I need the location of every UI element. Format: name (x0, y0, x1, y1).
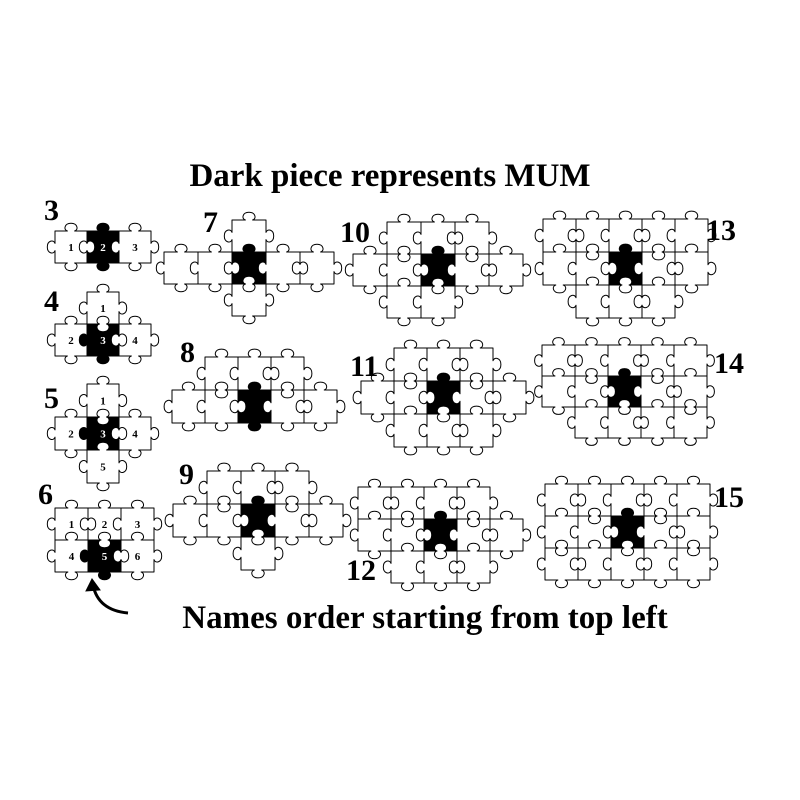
puzzle-piece-icon (413, 286, 462, 326)
layout-label: 7 (203, 206, 218, 239)
layout-7: 7 (156, 206, 341, 324)
piece-number: 3 (100, 335, 106, 347)
puzzle-piece-icon (457, 479, 498, 519)
piece-number: 5 (102, 551, 108, 563)
puzzle-piece-icon (119, 316, 159, 363)
puzzle-piece-icon (224, 284, 273, 324)
piece-number: 2 (102, 519, 108, 531)
piece-number: 3 (132, 242, 138, 254)
puzzle-piece-icon (275, 463, 317, 504)
puzzle-piece-icon (493, 373, 534, 422)
puzzle-piece-icon (489, 246, 531, 293)
puzzle-piece-icon (490, 511, 531, 558)
puzzle-piece-icon (190, 244, 232, 291)
puzzle-piece-icon (271, 349, 312, 390)
piece-number: 4 (69, 551, 75, 563)
piece-number: 6 (135, 551, 141, 563)
puzzle-piece-icon (537, 548, 578, 588)
layout-label: 8 (180, 336, 195, 369)
layout-label: 3 (44, 194, 59, 227)
layout-8: 8 (164, 336, 345, 431)
piece-number: 1 (69, 519, 75, 531)
piece-number: 2 (68, 335, 74, 347)
piece-number: 1 (100, 303, 106, 315)
layout-5: 1 2 3 4 5 5 (44, 376, 159, 490)
layout-10: 10 (340, 214, 531, 325)
puzzle-piece-icon (455, 214, 497, 254)
layout-label: 14 (714, 347, 744, 380)
puzzle-piece-icon (233, 537, 283, 578)
puzzle-piece-icon (309, 496, 351, 545)
layout-12: 12 (346, 479, 531, 590)
layout-9: 9 (165, 458, 351, 578)
page-title: Dark piece represents MUM (189, 158, 590, 194)
piece-number: 3 (135, 519, 141, 531)
puzzle-piece-icon (460, 340, 501, 381)
footer-note: Names order starting from top left (182, 600, 667, 636)
layout-label: 15 (714, 481, 744, 514)
layout-6: 1 2 3 4 5 6 6 (38, 478, 162, 580)
piece-number: 4 (132, 429, 138, 441)
piece-number: 3 (100, 429, 106, 441)
layout-15: 15 (537, 476, 744, 587)
layout-label: 4 (44, 285, 59, 318)
layout-label: 6 (38, 478, 53, 511)
layout-label: 10 (340, 216, 370, 249)
puzzle-piece-icon (47, 223, 87, 270)
piece-number: 2 (100, 242, 106, 254)
layout-11: 11 (350, 340, 534, 455)
puzzle-piece-icon (304, 382, 345, 431)
piece-number: 1 (68, 242, 74, 254)
piece-number: 1 (100, 396, 106, 408)
puzzle-piece-icon (119, 409, 159, 457)
layout-label: 12 (346, 554, 376, 587)
layout-13: 13 (535, 211, 736, 326)
puzzle-piece-icon (300, 244, 342, 291)
piece-number: 5 (100, 462, 106, 474)
piece-number: 2 (68, 429, 74, 441)
layout-3: 1 2 3 3 (44, 194, 159, 271)
layout-label: 11 (350, 350, 378, 383)
layout-label: 13 (706, 214, 736, 247)
piece-number: 4 (132, 335, 138, 347)
layout-14: 14 (535, 338, 744, 446)
layout-4: 1 2 3 4 4 (44, 284, 159, 363)
puzzle-piece-icon (669, 548, 717, 588)
layout-label: 9 (179, 458, 194, 491)
layout-label: 5 (44, 382, 59, 415)
puzzle-piece-icon (667, 407, 715, 445)
arrow-head (86, 579, 100, 591)
